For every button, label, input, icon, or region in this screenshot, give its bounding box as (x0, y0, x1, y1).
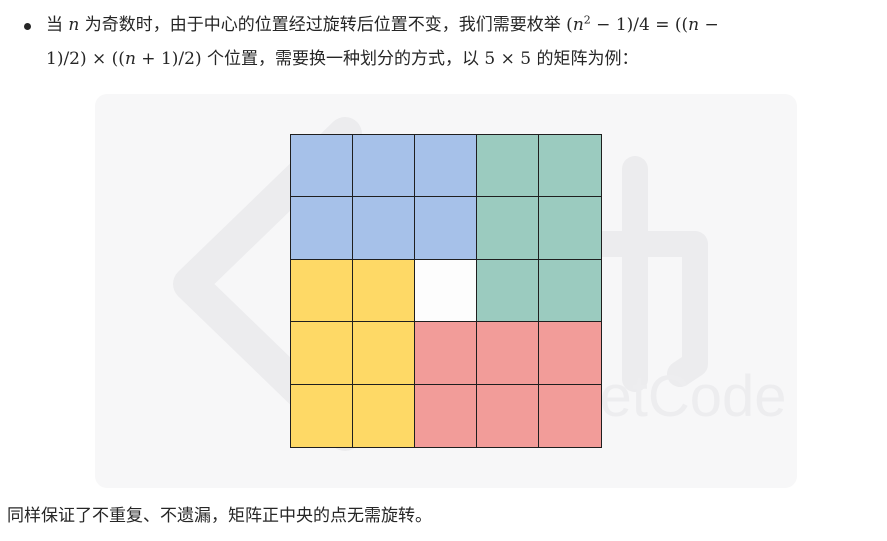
matrix-cell-yellow (291, 259, 353, 323)
formula-part: + 1)/2) (135, 49, 202, 69)
matrix-cell-blue (415, 135, 477, 198)
matrix-cell-yellow (353, 384, 415, 447)
matrix-cell-green (477, 135, 539, 198)
intro-after-n: 为奇数时，由于中心的位置经过旋转后位置不变，我们需要枚举 (79, 15, 567, 35)
formula-var: n (572, 15, 584, 35)
matrix-cell-red (477, 384, 539, 447)
matrix-cell-green (477, 197, 539, 260)
figure-card: LeetCode (95, 94, 797, 488)
matrix-cell-red (539, 384, 601, 447)
math-n: n (68, 15, 80, 35)
matrix-cell-red (415, 384, 477, 447)
matrix-cell-yellow (291, 384, 353, 447)
matrix-cell-red (415, 322, 477, 385)
intro-after-formula: 个位置，需要换一种划分的方式，以 (201, 49, 485, 69)
matrix-grid (290, 134, 602, 448)
intro-tail: 的矩阵为例： (531, 49, 639, 69)
formula-part: 1)/2) × (( (46, 49, 125, 69)
watermark-stroke (582, 231, 708, 387)
matrix-cell-blue (291, 135, 353, 198)
matrix-cell-blue (291, 197, 353, 260)
matrix-cell-green (477, 259, 539, 323)
matrix-cell-red (539, 322, 601, 385)
matrix-cell-center (415, 259, 477, 323)
formula: (n2 − 1)/4 = ((n −1)/2) × ((n + 1)/2) (46, 13, 719, 69)
footer-text: 同样保证了不重复、不遗漏，矩阵正中央的点无需旋转。 (7, 506, 432, 526)
matrix-cell-red (477, 322, 539, 385)
formula-var: n (124, 49, 136, 69)
bullet-dot (24, 23, 31, 30)
formula-exponent: 2 (583, 13, 591, 27)
formula-part: − (699, 15, 719, 35)
matrix-cell-yellow (291, 322, 353, 385)
matrix-cell-green (539, 135, 601, 198)
intro-lead: 当 (46, 15, 69, 35)
matrix-cell-green (539, 259, 601, 323)
formula-part: ( (566, 15, 573, 35)
matrix-cell-blue (415, 197, 477, 260)
matrix-cell-yellow (353, 322, 415, 385)
bullet-text: 当 n 为奇数时，由于中心的位置经过旋转后位置不变，我们需要枚举 (n2 − 1… (46, 8, 880, 76)
matrix-cell-blue (353, 135, 415, 198)
bullet-paragraph: 当 n 为奇数时，由于中心的位置经过旋转后位置不变，我们需要枚举 (n2 − 1… (24, 8, 880, 76)
matrix-size: 5 × 5 (484, 49, 532, 69)
matrix-cell-green (539, 197, 601, 260)
formula-var: n (688, 15, 700, 35)
formula-part: − 1)/4 = (( (590, 15, 689, 35)
matrix-cell-blue (353, 197, 415, 260)
matrix-cell-yellow (353, 259, 415, 323)
